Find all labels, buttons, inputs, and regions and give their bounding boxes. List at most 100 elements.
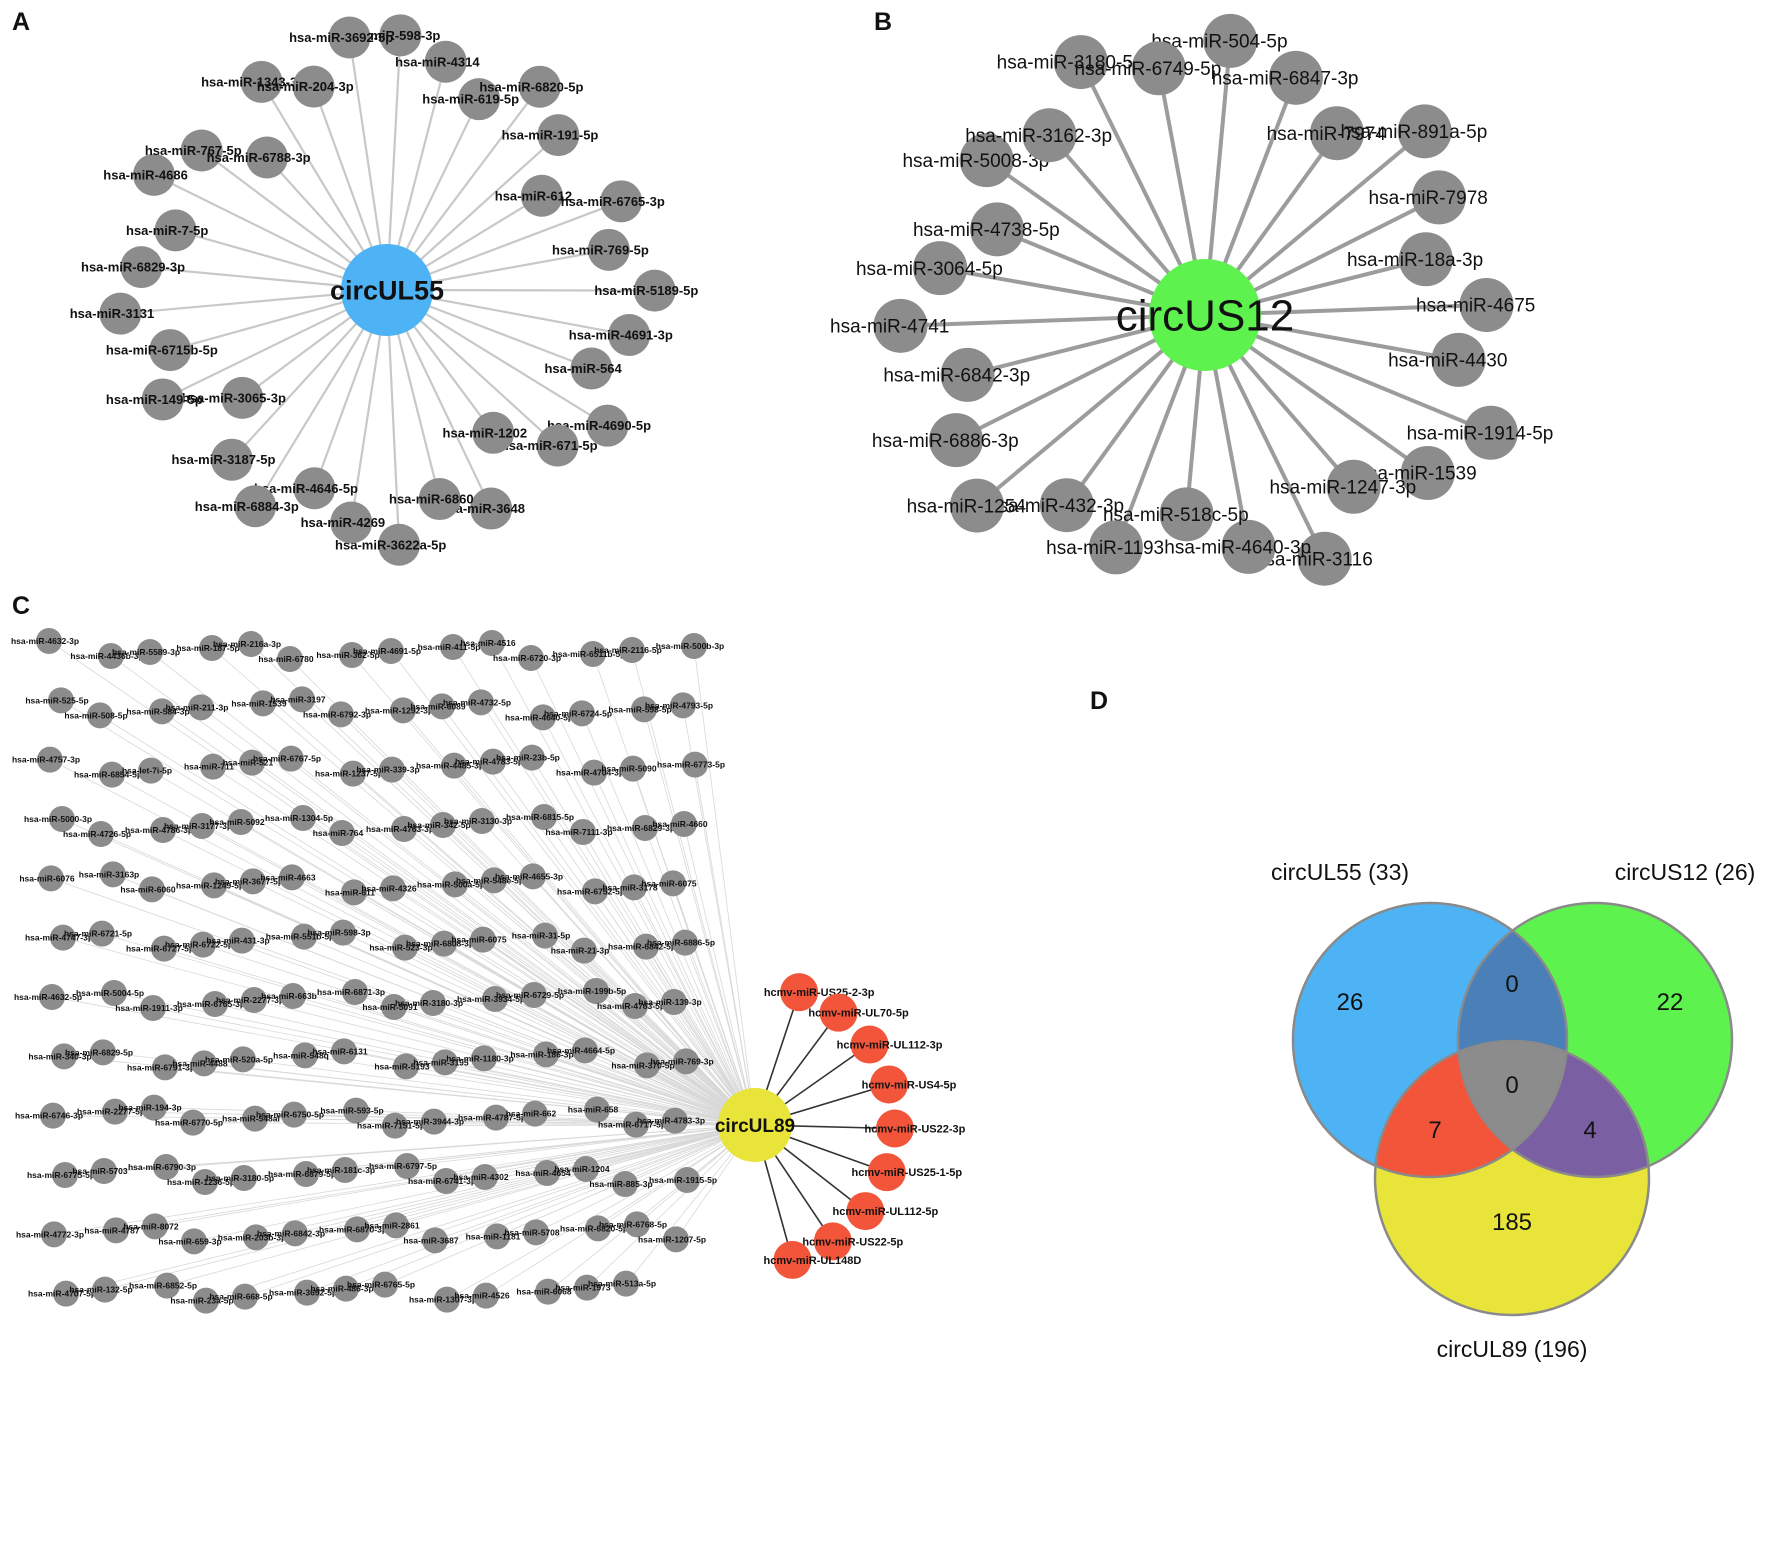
node-label-hsa-mir-4485-3p: hsa-miR-4485-3p [416, 761, 484, 771]
node-hsa-mir-1539 [250, 690, 276, 717]
edge-hsa-mir-7111-3p [582, 831, 756, 1126]
node-hsa-mir-6765-5p [372, 1271, 398, 1298]
edge-hsa-mir-5193 [405, 1065, 756, 1126]
node-hsa-mir-525-5p [48, 687, 74, 714]
node-label-hsa-mir-4430: hsa-miR-4430 [1388, 351, 1507, 372]
node-hsa-mir-3197 [289, 686, 315, 713]
node-label-hsa-mir-6820-5p: hsa-miR-6820-5p [560, 1223, 628, 1233]
node-hsa-mir-1307-3p [434, 1286, 460, 1313]
node-label-hsa-mir-6829-3p: hsa-miR-6829-3p [81, 260, 185, 275]
node-hsa-mir-3934-5p [482, 986, 508, 1012]
node-label-hsa-mir-199b-5p: hsa-miR-199b-5p [558, 986, 627, 996]
node-label-hsa-mir-518c-5p: hsa-miR-518c-5p [1103, 505, 1249, 526]
node-hsa-mir-4691-3p [608, 314, 651, 357]
node-label-hsa-mir-3187-5p: hsa-miR-3187-5p [171, 452, 275, 467]
node-label-hsa-mir-6729-5p: hsa-miR-6729-5p [496, 990, 564, 1000]
node-hsa-mir-6842-5p [633, 933, 659, 960]
node-hsa-mir-5004-5p [101, 980, 127, 1006]
node-hsa-mir-6884-3p [234, 485, 277, 528]
edge-hsa-mir-21-3p [583, 950, 756, 1126]
node-hsa-mir-6775-5p [52, 1162, 78, 1188]
node-label-hsa-mir-4326: hsa-miR-4326 [361, 883, 417, 893]
venn-label-circus12: circUS12 (26) [1615, 859, 1756, 885]
node-hsa-mir-6724-5p [569, 700, 595, 727]
node-label-hsa-mir-6765-3p: hsa-miR-6765-3p [561, 194, 665, 209]
node-label-hcmv-mir-ul112-3p: hcmv-miR-UL112-3p [837, 1040, 943, 1052]
node-label-hsa-mir-2277-3p: hsa-miR-2277-3p [216, 995, 284, 1005]
edge-hsa-mir-4488 [203, 1062, 756, 1126]
node-label-hsa-mir-6870-3p: hsa-miR-6870-3p [319, 1224, 387, 1234]
node-hsa-mir-4302 [472, 1164, 498, 1190]
node-label-hsa-mir-6717-5p: hsa-miR-6717-5p [598, 1120, 666, 1130]
node-hsa-mir-3131 [99, 292, 142, 335]
node-hsa-mir-370-5p [634, 1052, 660, 1079]
node-label-hsa-mir-4783-5p: hsa-miR-4783-5p [455, 757, 523, 767]
node-hsa-mir-4632-3p [36, 628, 62, 654]
venn-count-ul89-only: 185 [1492, 1209, 1532, 1236]
node-hsa-mir-6820-5p [518, 65, 561, 108]
node-label-hsa-mir-1254: hsa-miR-1254 [907, 496, 1027, 517]
node-hsa-mir-500a-5p [442, 871, 468, 898]
node-label-hsa-mir-598-3p: hsa-miR-598-3p [307, 928, 370, 938]
node-label-hsa-mir-3163p: hsa-miR-3163p [79, 869, 139, 879]
node-label-hsa-mir-7151-5p: hsa-miR-7151-5p [357, 1121, 425, 1131]
node-label-hsa-mir-598-5p: hsa-miR-598-5p [608, 704, 671, 714]
node-label-hsa-mir-1180-3p: hsa-miR-1180-3p [446, 1053, 514, 1063]
node-hsa-mir-4664-5p [572, 1037, 598, 1064]
edge-hsa-mir-6773-5p [694, 764, 756, 1126]
edge-hsa-mir-3180-5p [243, 1124, 756, 1179]
node-hsa-mir-6717-5p [623, 1111, 649, 1138]
node-label-hsa-mir-3944-3p: hsa-miR-3944-3p [396, 1117, 464, 1127]
node-label-hsa-mir-211-3p: hsa-miR-211-3p [166, 702, 229, 712]
node-hsa-mir-6829-5p [90, 1039, 116, 1066]
node-label-hsa-mir-6886-5p: hsa-miR-6886-5p [647, 938, 715, 948]
node-hsa-mir-4632-5p [39, 984, 65, 1010]
node-hsa-mir-4783-5p [480, 748, 506, 775]
node-label-hsa-mir-191-5p: hsa-miR-191-5p [502, 128, 599, 143]
node-label-hsa-mir-6749-5p: hsa-miR-6749-5p [1075, 59, 1222, 80]
edge-hsa-mir-4691-5p [390, 650, 756, 1126]
node-label-hsa-mir-4488: hsa-miR-4488 [172, 1058, 228, 1068]
node-label-hsa-mir-548q: hsa-miR-548q [273, 1050, 329, 1060]
node-label-hsa-mir-6852-5p: hsa-miR-6852-5p [129, 1281, 197, 1291]
node-hsa-mir-6715b-5p [149, 329, 192, 372]
center-label-circul89: circUL89 [715, 1116, 795, 1137]
node-hsa-mir-6797-5p [394, 1153, 420, 1179]
node-hsa-mir-1973 [574, 1274, 600, 1301]
node-hsa-mir-362-5p [339, 642, 365, 668]
node-hsa-mir-3180-5p [231, 1165, 257, 1191]
node-hsa-mir-6768-5p [624, 1211, 650, 1238]
node-hsa-mir-4772-3p [41, 1221, 67, 1248]
edge-hsa-mir-4526 [485, 1124, 756, 1297]
node-hsa-mir-671-5p [536, 424, 579, 467]
node-label-hsa-mir-4640-5p: hsa-miR-4640-5p [505, 712, 573, 722]
node-hcmv-mir-ul70-5p [819, 993, 858, 1032]
node-label-hsa-mir-525-5p: hsa-miR-525-5p [25, 695, 88, 705]
node-hsa-mir-7978 [1411, 170, 1466, 225]
venn-count-us12-ul89: 4 [1583, 1117, 1596, 1144]
node-label-hsa-mir-432-3p: hsa-miR-432-3p [988, 496, 1124, 517]
node-hsa-mir-885-3p [612, 1171, 638, 1197]
edge-hsa-mir-6780 [289, 658, 756, 1126]
node-label-hsa-mir-1307-3p: hsa-miR-1307-3p [409, 1295, 477, 1305]
edge-hsa-mir-3692-5p [306, 1124, 756, 1294]
node-hsa-mir-339-3p [379, 756, 405, 783]
node-label-hsa-mir-1249-5p: hsa-miR-1249-5p [176, 880, 244, 890]
edge-hsa-mir-6797-5p [406, 1124, 756, 1167]
node-hsa-mir-500b-3p [681, 633, 707, 659]
node-label-hsa-mir-1207-5p: hsa-miR-1207-5p [638, 1234, 706, 1244]
node-hsa-mir-181c-3p [332, 1157, 358, 1183]
node-hsa-mir-598-3p [330, 919, 356, 946]
edge-hsa-mir-4302 [484, 1124, 756, 1178]
node-label-hsa-mir-6860: hsa-miR-6860 [389, 492, 474, 507]
node-hsa-mir-3180-3p [420, 990, 446, 1016]
edge-hsa-mir-4326 [392, 887, 756, 1126]
node-label-hsa-mir-4726-5p: hsa-miR-4726-5p [63, 829, 131, 839]
node-hsa-mir-2861 [383, 1212, 409, 1239]
edge-hsa-mir-6068 [547, 1124, 756, 1292]
venn-region-us12-ul89 [1458, 1041, 1649, 1177]
node-hsa-mir-6886-3p [929, 413, 984, 468]
node-hsa-mir-31-5p [532, 922, 558, 949]
node-hsa-mir-548e-5p [481, 867, 507, 894]
node-label-hsa-mir-4269: hsa-miR-4269 [301, 515, 386, 530]
